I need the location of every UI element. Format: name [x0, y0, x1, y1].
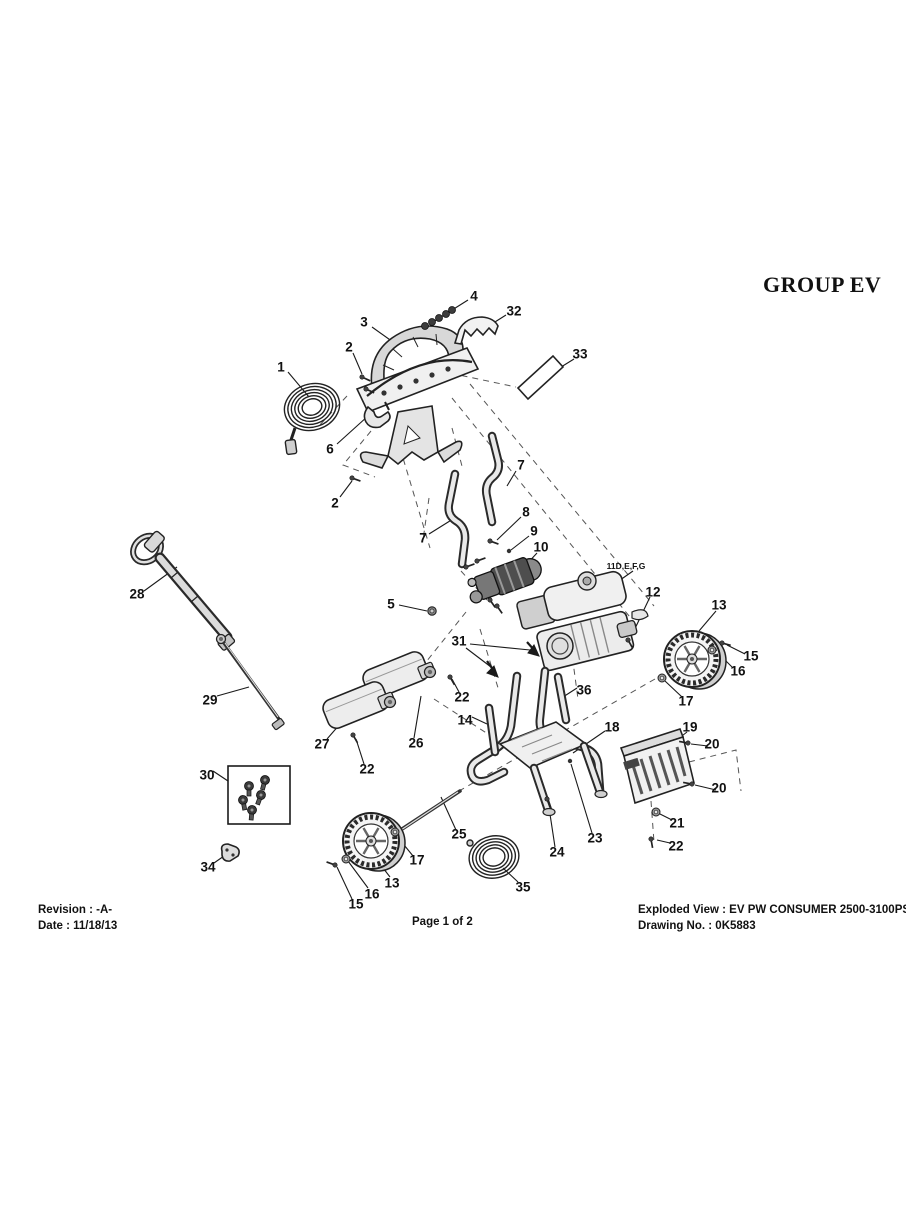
- handle-tube-7-left: [444, 469, 470, 569]
- spray-gun-28: [130, 530, 236, 651]
- nut-17-right: [657, 673, 667, 683]
- nozzle-kit-30: [227, 765, 291, 825]
- callout-12-15: 12: [645, 584, 661, 600]
- washer-9: [506, 548, 512, 554]
- callout-15-17: 15: [743, 648, 759, 664]
- callout-31-14: 31: [451, 633, 467, 649]
- callout-23-28: 23: [587, 830, 603, 846]
- callout-22-35: 22: [454, 689, 470, 705]
- bolt-15-left: [324, 859, 339, 869]
- callout-16-18: 16: [730, 663, 746, 679]
- callout-2-1: 2: [345, 339, 353, 355]
- callout-20-24: 20: [704, 736, 720, 752]
- callout-24-29: 24: [549, 844, 565, 860]
- callout-8-10: 8: [522, 504, 530, 520]
- callout-5-13: 5: [387, 596, 395, 612]
- callout-26-32: 26: [408, 735, 424, 751]
- exploded-view-title: Exploded View : EV PW CONSUMER 2500-3100…: [638, 904, 906, 916]
- frame-18: [466, 666, 608, 817]
- hook-6: [363, 401, 391, 429]
- nut-16-left: [341, 854, 351, 864]
- callout-33-5: 33: [572, 346, 588, 362]
- callout-15-43: 15: [348, 896, 364, 912]
- wheel-left-13: [343, 813, 405, 871]
- callout-14-21: 14: [457, 712, 473, 728]
- label-plate-33: [516, 354, 565, 401]
- footer-drawing-block: Exploded View : EV PW CONSUMER 2500-3100…: [638, 903, 906, 934]
- callout-11DEFG-44: 11D,E,F,G: [606, 561, 646, 571]
- callout-19-23: 19: [682, 719, 698, 735]
- drawing-number: Drawing No. : 0K5883: [638, 919, 756, 932]
- callout-30-38: 30: [199, 767, 215, 783]
- hose-coil-35: [466, 835, 520, 879]
- callout-28-36: 28: [129, 586, 145, 602]
- callout-22-34: 22: [359, 761, 375, 777]
- callout-25-30: 25: [451, 826, 467, 842]
- tube-14: [484, 703, 500, 757]
- clip-34: [220, 843, 240, 862]
- pump-fasteners: [462, 537, 512, 616]
- callout-9-11: 9: [530, 523, 538, 539]
- callout-18-22: 18: [604, 719, 620, 735]
- callout-35-31: 35: [515, 879, 531, 895]
- pump-assembly-10: [467, 557, 542, 604]
- screw-22-mid: [349, 731, 361, 745]
- axle-25: [397, 789, 462, 833]
- spray-wand-29: [215, 633, 285, 731]
- callout-7-8: 7: [419, 530, 427, 546]
- group-title: GROUP EV: [763, 272, 882, 297]
- wheel-right-13: [664, 631, 726, 689]
- tube-36: [553, 672, 571, 725]
- callout-6-6: 6: [326, 441, 334, 457]
- grille-19: [619, 728, 695, 805]
- callout-3-2: 3: [360, 314, 368, 330]
- handle-tube-7-right: [481, 431, 503, 527]
- screw-23: [567, 758, 573, 764]
- callout-20-25: 20: [711, 780, 727, 796]
- handle-assembly-3: [355, 325, 480, 469]
- callout-22-27: 22: [668, 838, 684, 854]
- nut-21: [651, 807, 661, 817]
- callout-2-7: 2: [331, 495, 339, 511]
- callout-21-26: 21: [669, 815, 685, 831]
- callout-4-3: 4: [470, 288, 478, 304]
- callout-36-20: 36: [576, 682, 592, 698]
- hanger-hook-32: [453, 316, 499, 345]
- nut-16-right: [707, 645, 717, 655]
- callout-16-42: 16: [364, 886, 380, 902]
- pins-31: [486, 641, 540, 678]
- callout-7-9: 7: [517, 457, 525, 473]
- revision-label: Revision : -A-: [38, 904, 113, 916]
- callout-29-37: 29: [202, 692, 218, 708]
- date-label: Date : 11/18/13: [38, 919, 118, 932]
- button-caps-4: [421, 306, 456, 330]
- screw-22-frame: [446, 673, 458, 687]
- callout-34-39: 34: [200, 859, 216, 875]
- callout-1-0: 1: [277, 359, 285, 375]
- engine-11: [516, 570, 649, 672]
- nut-17-left: [390, 827, 400, 837]
- callout-27-33: 27: [314, 736, 330, 752]
- callout-17-41: 17: [409, 852, 425, 868]
- hose-reel-1: [283, 382, 341, 456]
- bolt-5: [427, 606, 437, 616]
- callout-17-19: 17: [678, 693, 694, 709]
- footer-revision-block: Revision : -A- Date : 11/18/13: [38, 903, 117, 934]
- callout-32-4: 32: [506, 303, 522, 319]
- callout-10-12: 10: [533, 539, 549, 555]
- callout-13-16: 13: [711, 597, 727, 613]
- callout-13-40: 13: [384, 875, 400, 891]
- page-number: Page 1 of 2: [412, 916, 473, 928]
